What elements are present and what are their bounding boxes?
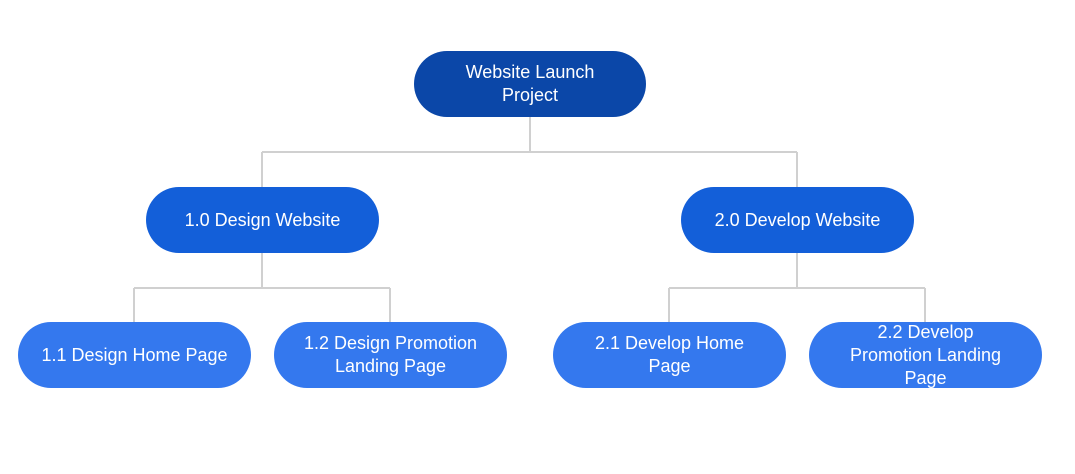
node-label: 2.0 Develop Website bbox=[714, 209, 881, 230]
node-label: 1.0 Design Website bbox=[184, 209, 341, 230]
node-label: 1.1 Design Home Page bbox=[41, 344, 228, 365]
node-label: 2.2 Develop Promotion Landing Page bbox=[849, 321, 1002, 388]
node-develop-website: 2.0 Develop Website bbox=[681, 187, 914, 253]
node-website-launch-project: Website Launch Project bbox=[414, 51, 646, 117]
node-develop-promotion-landing-page: 2.2 Develop Promotion Landing Page bbox=[809, 322, 1042, 388]
node-develop-home-page: 2.1 Develop Home Page bbox=[553, 322, 786, 388]
node-design-website: 1.0 Design Website bbox=[146, 187, 379, 253]
node-design-promotion-landing-page: 1.2 Design Promotion Landing Page bbox=[274, 322, 507, 388]
node-design-home-page: 1.1 Design Home Page bbox=[18, 322, 251, 388]
node-label: Website Launch Project bbox=[465, 62, 595, 105]
node-label: 2.1 Develop Home Page bbox=[594, 333, 745, 376]
node-label: 1.2 Design Promotion Landing Page bbox=[303, 333, 478, 376]
